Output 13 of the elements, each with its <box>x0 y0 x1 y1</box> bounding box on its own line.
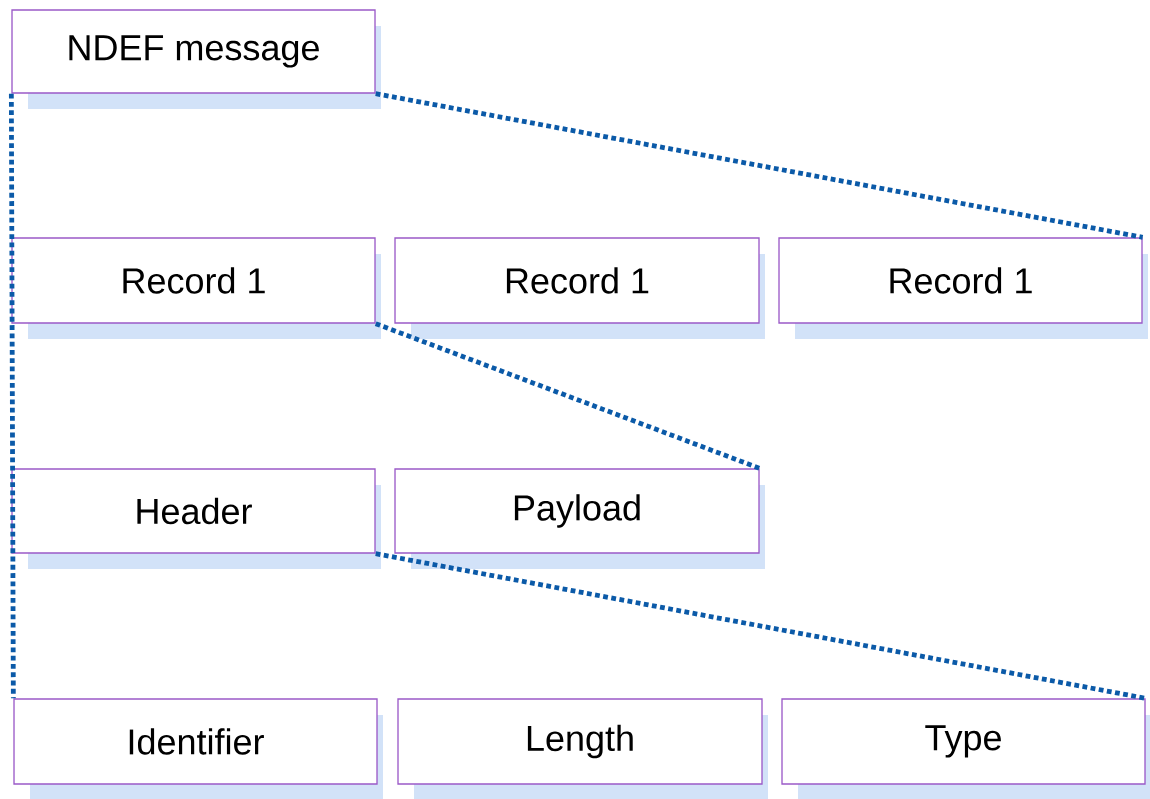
text-box: Record 1 <box>394 237 765 339</box>
text-box: Payload <box>394 468 765 569</box>
dotted-line <box>375 551 1147 701</box>
dotted-line <box>374 321 761 471</box>
dotted-line <box>375 91 1144 240</box>
text-box: NDEF message <box>11 9 381 109</box>
dotted-line <box>8 93 16 699</box>
text-box: Type <box>781 698 1150 799</box>
text-box: Header <box>11 468 381 569</box>
text-box: Length <box>397 698 768 799</box>
text-box: Record 1 <box>11 237 381 339</box>
text-box: Record 1 <box>778 237 1148 339</box>
text-box: Identifier <box>13 698 383 799</box>
